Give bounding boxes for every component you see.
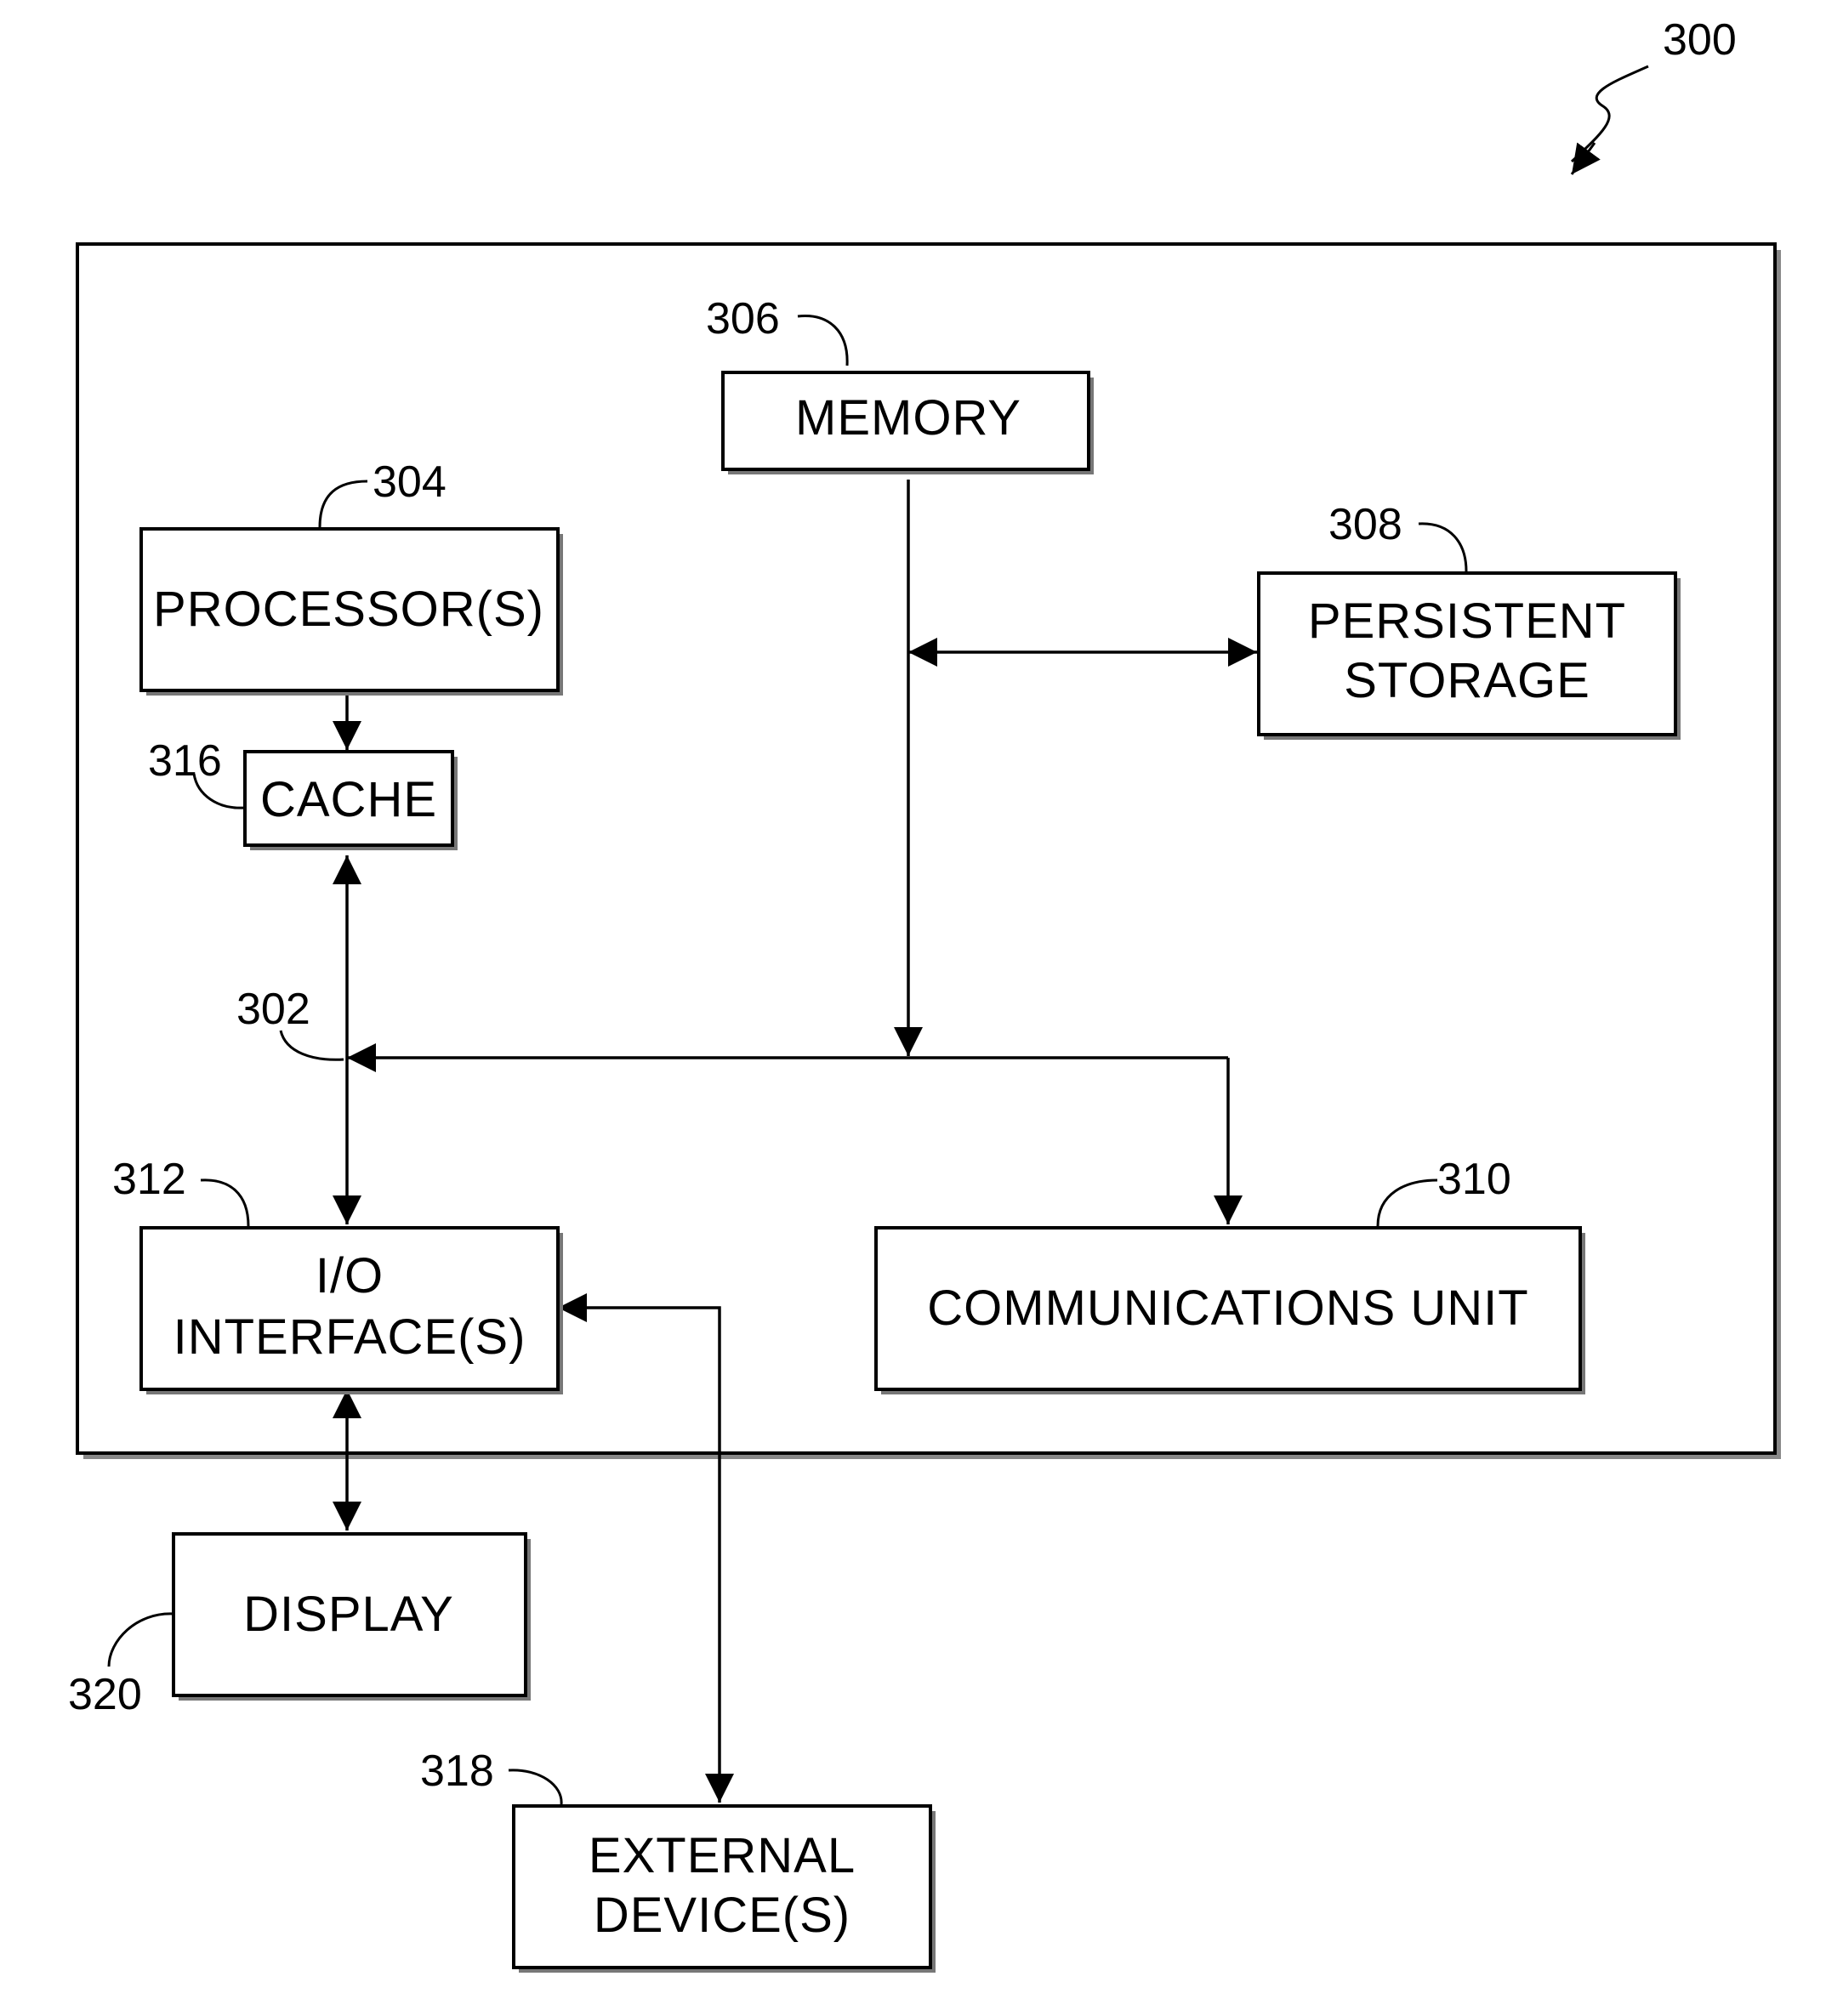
memory-block: MEMORY: [723, 372, 1094, 474]
external-devices-label-line1: EXTERNAL: [589, 1828, 856, 1883]
persistent-storage-label-line1: PERSISTENT: [1308, 593, 1626, 649]
display-block: DISPLAY: [173, 1534, 531, 1701]
display-label: DISPLAY: [243, 1587, 454, 1642]
io-interface-block: I/O INTERFACE(S): [141, 1228, 563, 1394]
persistent-storage-block: PERSISTENT STORAGE: [1259, 573, 1681, 740]
figure-ref-label: 300: [1663, 15, 1737, 65]
cache-ref-label: 316: [148, 736, 222, 786]
processor-ref-label: 304: [373, 457, 447, 507]
memory-label: MEMORY: [795, 390, 1021, 446]
display-ref-leader: [109, 1614, 173, 1667]
external-devices-block: EXTERNAL DEVICE(S): [514, 1806, 936, 1973]
cache-label: CACHE: [260, 772, 437, 827]
external-ref-leader: [509, 1770, 561, 1804]
cache-block: CACHE: [245, 752, 458, 850]
processor-block: PROCESSOR(S): [141, 529, 563, 696]
figure-ref-leader: [1572, 66, 1648, 162]
memory-ref-label: 306: [706, 294, 780, 344]
processor-label: PROCESSOR(S): [153, 582, 544, 637]
persistent-storage-label-line2: STORAGE: [1344, 653, 1590, 708]
communications-unit-label: COMMUNICATIONS UNIT: [927, 1281, 1528, 1336]
storage-ref-label: 308: [1328, 500, 1402, 549]
external-devices-label-line2: DEVICE(S): [594, 1888, 850, 1943]
external-ref-label: 318: [420, 1746, 494, 1796]
io-ref-label: 312: [112, 1155, 186, 1204]
comm-ref-label: 310: [1437, 1155, 1511, 1204]
io-interface-label-line1: I/O: [316, 1248, 384, 1303]
io-interface-label-line2: INTERFACE(S): [173, 1309, 526, 1365]
communications-unit-block: COMMUNICATIONS UNIT: [876, 1228, 1585, 1394]
display-ref-label: 320: [68, 1670, 142, 1719]
bus-ref-label: 302: [236, 985, 310, 1034]
